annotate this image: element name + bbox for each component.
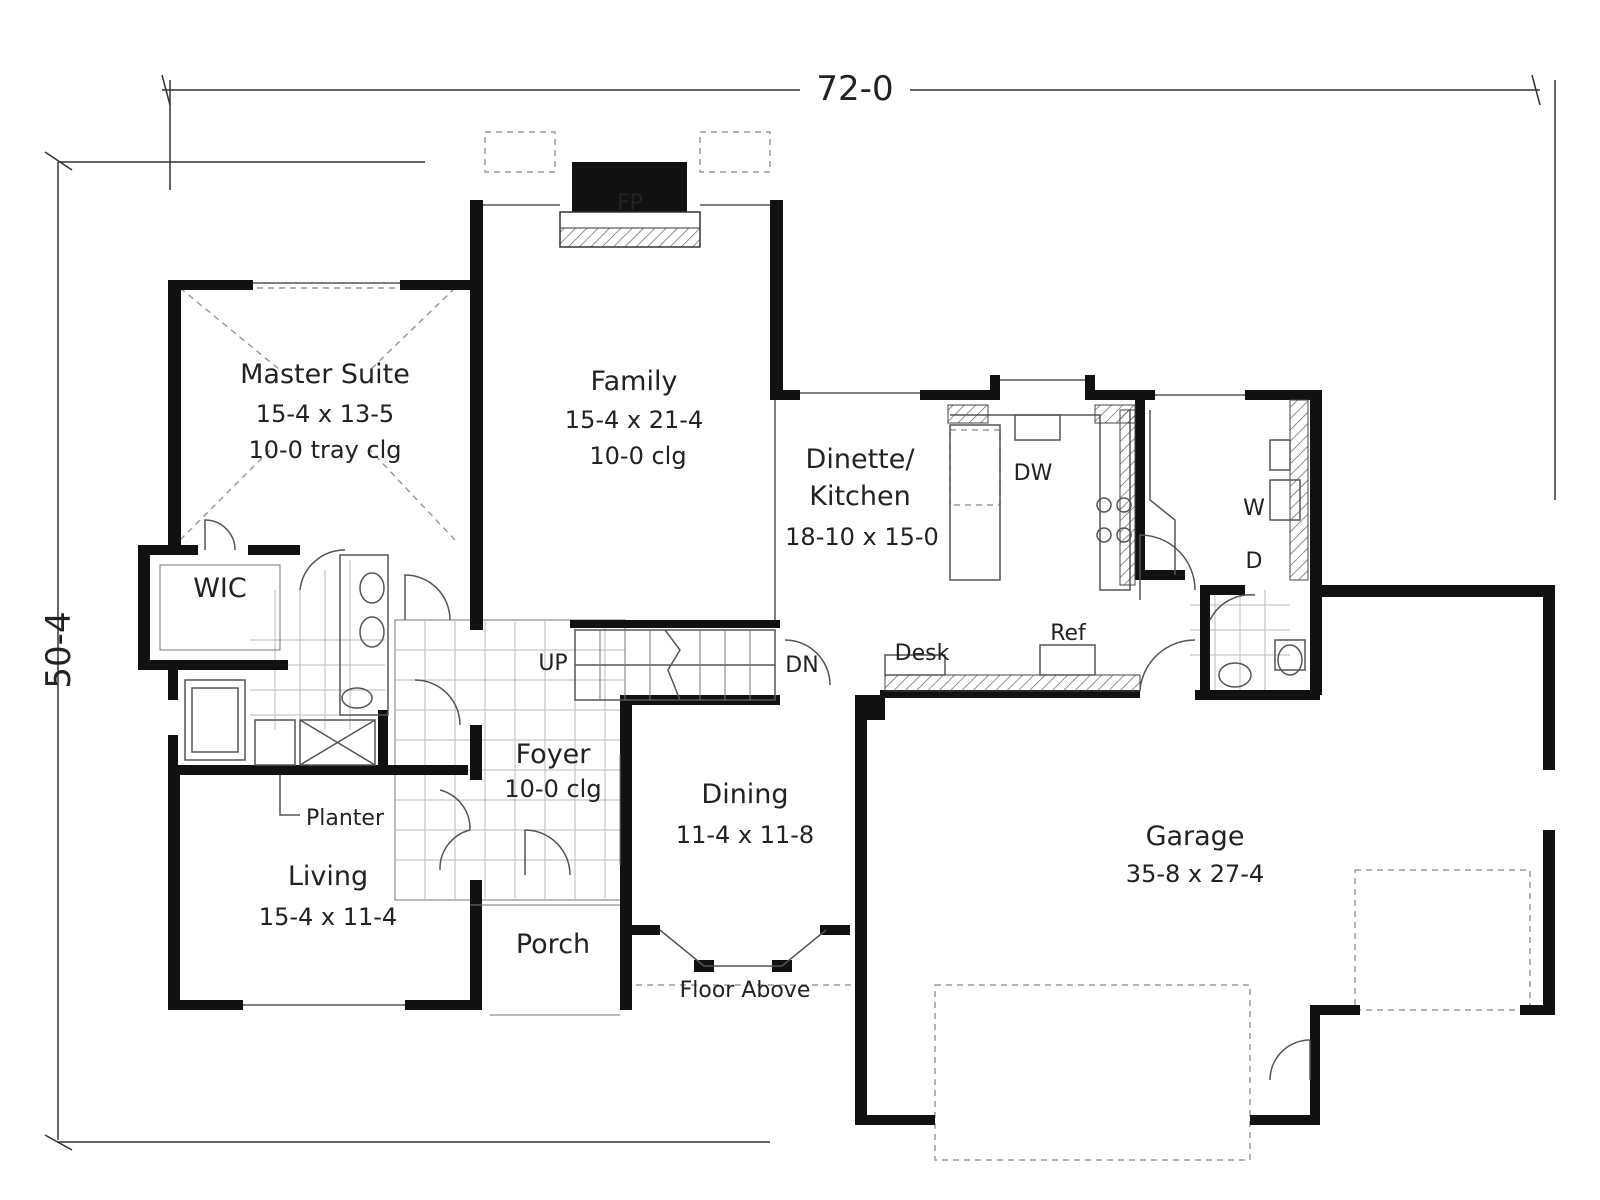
overall-width-label: 72-0 bbox=[816, 69, 893, 109]
room-dining: Dining 11-4 x 11-8 bbox=[676, 779, 814, 849]
fireplace-label: FP bbox=[617, 191, 643, 216]
room-name: Family bbox=[591, 366, 678, 397]
room-ceiling: 10-0 clg bbox=[504, 775, 601, 803]
room-size: 18-10 x 15-0 bbox=[785, 523, 939, 551]
room-name: Dining bbox=[701, 779, 788, 810]
room-ceiling: 10-0 tray clg bbox=[248, 436, 401, 464]
width-label-bg bbox=[805, 66, 905, 114]
foyer-tile-floor bbox=[394, 619, 626, 901]
stair-down-label: DN bbox=[785, 653, 818, 678]
overall-depth-label: 50-4 bbox=[39, 611, 79, 688]
room-name: Porch bbox=[516, 929, 590, 960]
room-master-suite: Master Suite 15-4 x 13-5 10-0 tray clg bbox=[240, 359, 410, 464]
room-name-line2: Kitchen bbox=[809, 481, 910, 512]
room-size: 15-4 x 21-4 bbox=[565, 406, 703, 434]
room-wic: WIC bbox=[193, 573, 247, 604]
room-name-line1: Dinette/ bbox=[806, 444, 916, 475]
washer-label: W bbox=[1243, 496, 1265, 521]
planter-label: Planter bbox=[306, 806, 385, 831]
room-size: 35-8 x 27-4 bbox=[1126, 860, 1264, 888]
room-dinette-kitchen: Dinette/ Kitchen 18-10 x 15-0 bbox=[785, 444, 939, 551]
desk-label: Desk bbox=[895, 641, 950, 666]
room-name: WIC bbox=[193, 573, 247, 604]
dishwasher-label: DW bbox=[1014, 461, 1053, 486]
fixture-labels: FP DW W D Desk Ref UP DN Planter Floor A… bbox=[306, 191, 1265, 1003]
room-name: Master Suite bbox=[240, 359, 410, 390]
walls bbox=[138, 162, 1555, 1125]
room-size: 11-4 x 11-8 bbox=[676, 821, 814, 849]
floor-above-label: Floor Above bbox=[680, 978, 811, 1003]
interior-lines bbox=[159, 204, 1311, 1081]
room-living: Living 15-4 x 11-4 bbox=[259, 861, 397, 931]
room-garage: Garage 35-8 x 27-4 bbox=[1126, 821, 1264, 888]
room-porch: Porch bbox=[516, 929, 590, 960]
garage-dashed-outlines bbox=[484, 131, 1531, 1161]
room-name: Living bbox=[288, 861, 368, 892]
dimension-lines bbox=[44, 74, 1556, 1151]
room-size: 15-4 x 11-4 bbox=[259, 903, 397, 931]
dryer-label: D bbox=[1246, 549, 1263, 574]
room-name: Garage bbox=[1146, 821, 1245, 852]
room-size: 15-4 x 13-5 bbox=[256, 400, 394, 428]
room-name: Foyer bbox=[516, 739, 592, 770]
stair-up-label: UP bbox=[538, 651, 567, 676]
refrigerator-label: Ref bbox=[1050, 621, 1087, 646]
room-ceiling: 10-0 clg bbox=[589, 442, 686, 470]
room-foyer: Foyer 10-0 clg bbox=[504, 739, 601, 803]
room-family: Family 15-4 x 21-4 10-0 clg bbox=[565, 366, 703, 470]
